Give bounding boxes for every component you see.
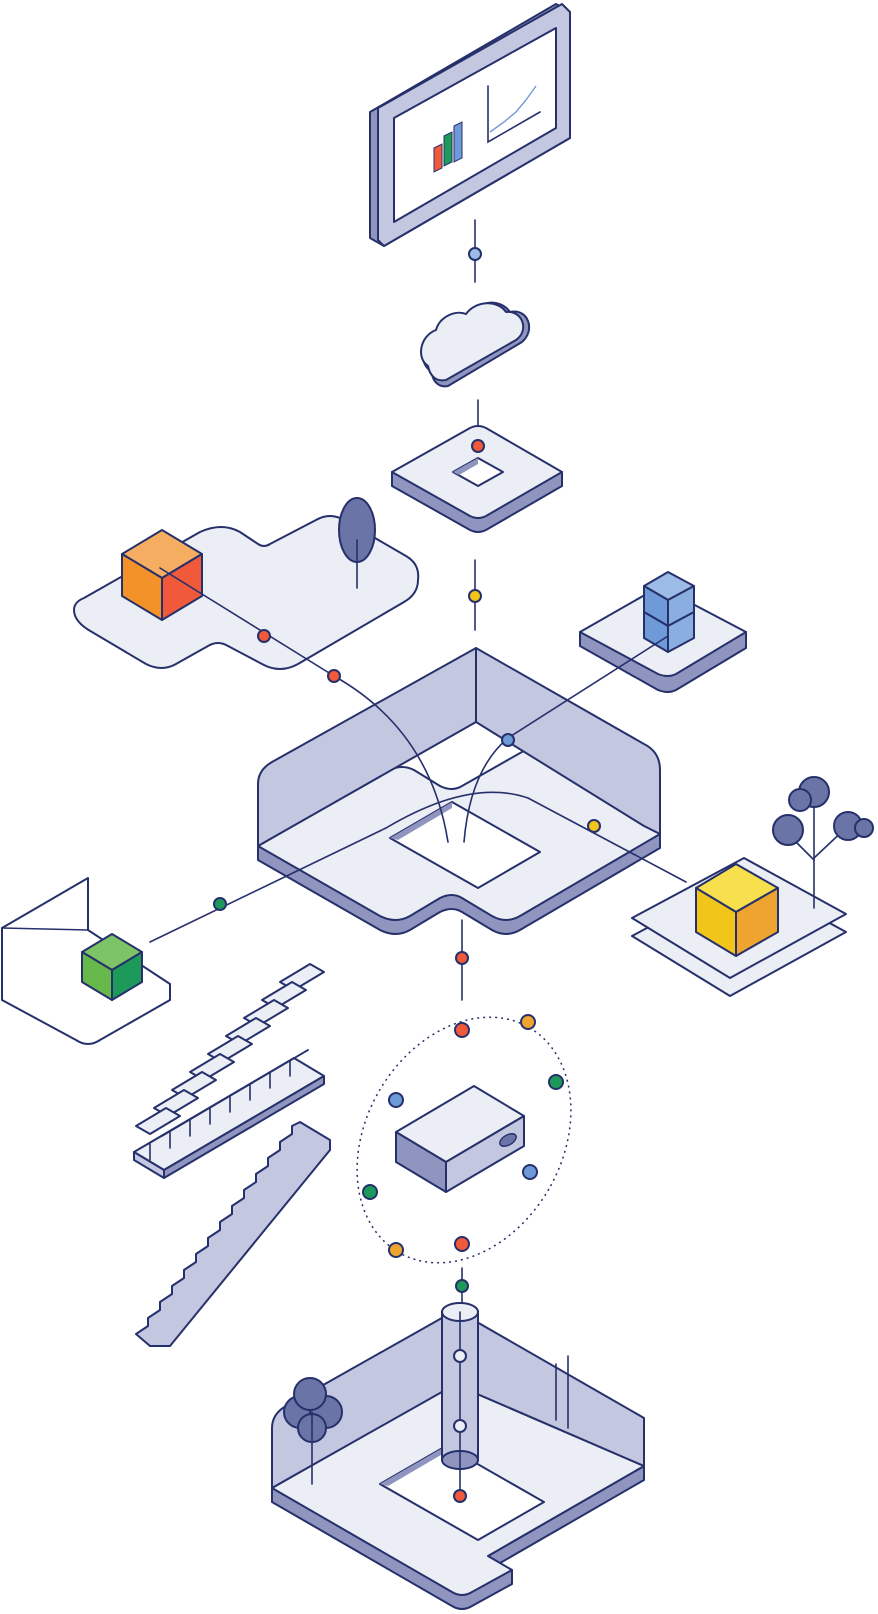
cloud-icon bbox=[420, 301, 531, 388]
orbit-ring bbox=[356, 1016, 572, 1264]
monitor-icon bbox=[369, 3, 571, 247]
orbit-nodes bbox=[362, 1014, 564, 1258]
cylinder-icon bbox=[441, 1302, 479, 1503]
tree-icon bbox=[283, 1377, 343, 1485]
tree-icon bbox=[338, 497, 376, 589]
cube-icon bbox=[643, 571, 695, 653]
cube-icon bbox=[121, 529, 203, 621]
bar-chart-icon bbox=[433, 121, 463, 173]
connector-nodes bbox=[213, 247, 601, 1293]
connection-curves bbox=[149, 567, 687, 943]
central-hub-room bbox=[257, 647, 661, 935]
server-box-icon bbox=[395, 1085, 525, 1193]
stepped-base bbox=[135, 1121, 331, 1347]
tree-icon bbox=[772, 776, 874, 909]
left-platform bbox=[73, 515, 420, 670]
cube-icon bbox=[81, 933, 143, 1001]
staircase-icon bbox=[133, 963, 325, 1179]
cube-icon bbox=[695, 863, 779, 957]
square-platform bbox=[391, 425, 563, 533]
line-chart-icon bbox=[487, 85, 541, 144]
